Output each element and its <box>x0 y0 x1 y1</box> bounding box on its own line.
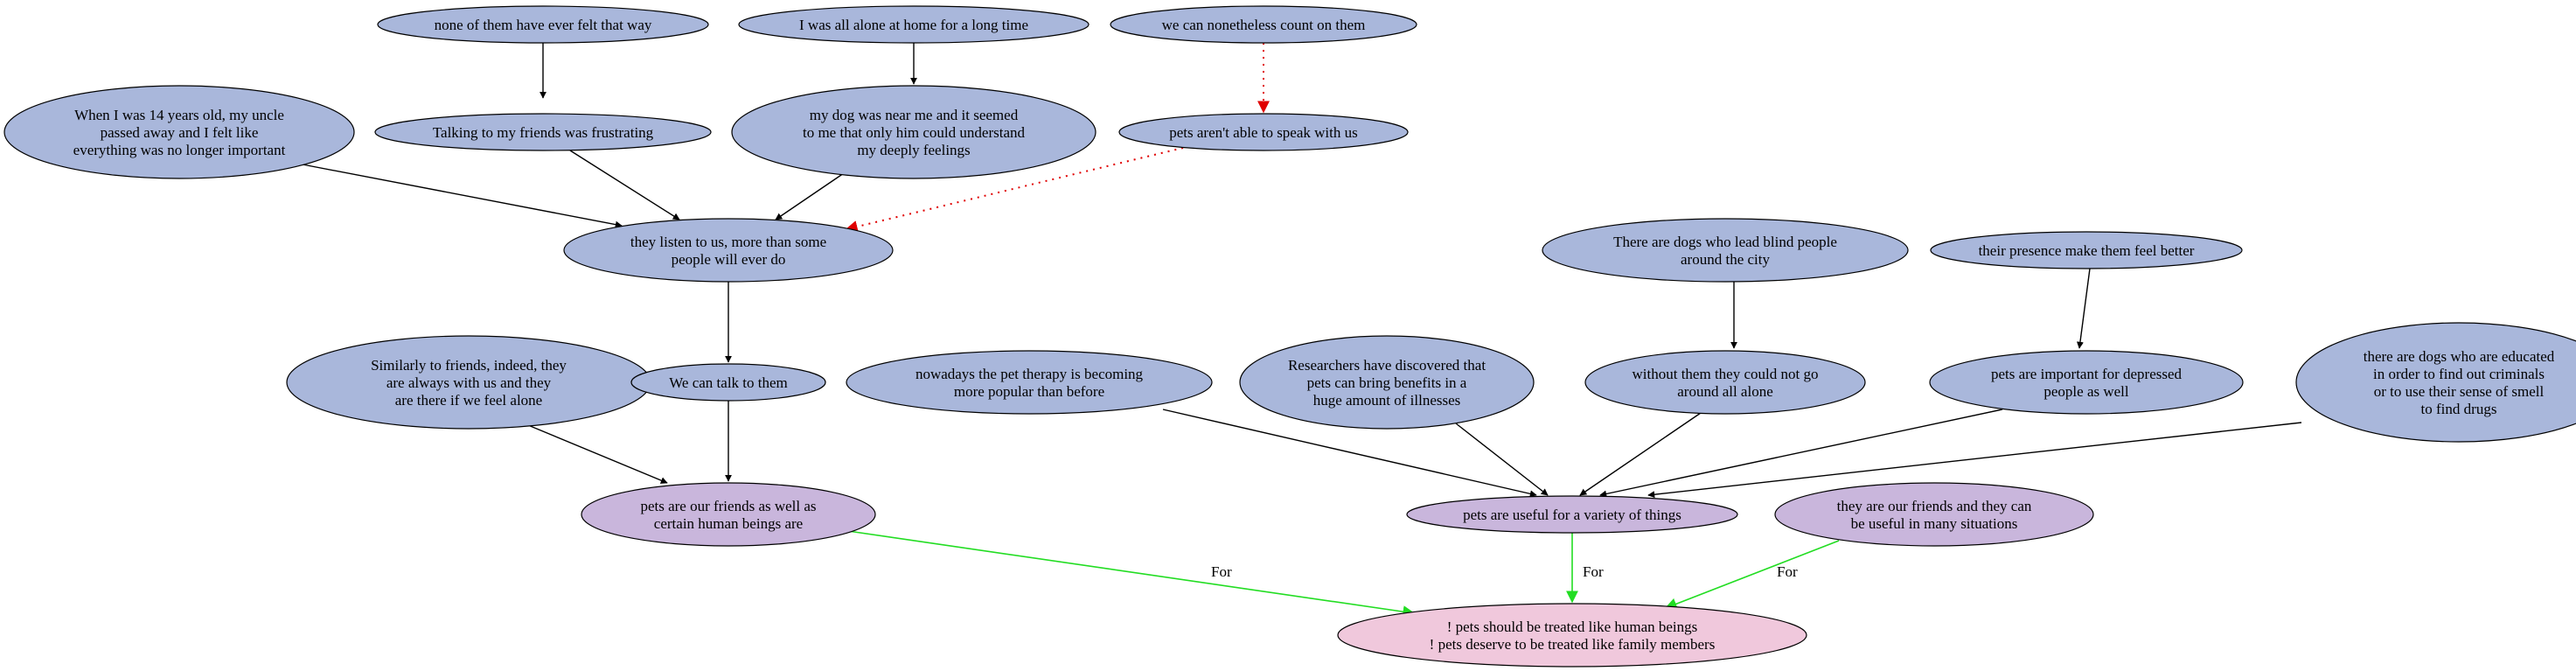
node-shape <box>3 85 355 179</box>
node-label: When I was 14 years old, my uncle <box>74 107 284 123</box>
node-premise: their presence make them feel better <box>1930 231 2243 269</box>
node-premise: they listen to us, more than somepeople … <box>563 218 894 283</box>
edge-label-for: For <box>1583 563 1604 580</box>
node-label: ! pets deserve to be treated like family… <box>1430 636 1716 653</box>
node-label: nowadays the pet therapy is becoming <box>916 366 1144 382</box>
edge-support-n15-n19 <box>1579 412 1702 496</box>
edge-support-n10-n16 <box>2076 268 2091 349</box>
node-premise: We can talk to them <box>630 363 826 402</box>
node-shape <box>2295 322 2576 443</box>
node-label: my deeply feelings <box>857 142 970 158</box>
node-shape <box>1337 603 1807 668</box>
node-shape <box>731 85 1097 179</box>
edge-label-for: For <box>1777 563 1798 580</box>
edge-support-n13-n19 <box>1162 409 1537 498</box>
node-label: Talking to my friends was frustrating <box>433 124 654 141</box>
node-premise: we can nonetheless count on them <box>1110 5 1417 44</box>
edge-support-n17-n19 <box>1647 422 2302 499</box>
node-label: Researchers have discovered that <box>1288 357 1486 374</box>
node-label: are there if we feel alone <box>395 392 542 409</box>
edge-for-n20-n21 <box>1664 540 1840 610</box>
node-premise: none of them have ever felt that way <box>377 5 709 44</box>
edge-support-n14-n19 <box>1455 423 1549 496</box>
node-label: huge amount of illnesses <box>1313 392 1461 409</box>
node-shape <box>1929 350 2244 415</box>
node-label: be useful in many situations <box>1851 515 2018 532</box>
node-label: ! pets should be treated like human bein… <box>1447 619 1698 635</box>
node-label: people will ever do <box>672 251 786 268</box>
node-label: in order to find out criminals <box>2373 366 2545 382</box>
node-shape <box>377 5 709 44</box>
node-label: pets aren't able to speak with us <box>1169 124 1358 141</box>
node-label: pets are important for depressed <box>1991 366 2183 382</box>
node-label: or to use their sense of smell <box>2374 383 2545 400</box>
node-premise: pets aren't able to speak with us <box>1118 113 1409 151</box>
node-label: There are dogs who lead blind people <box>1613 234 1837 250</box>
node-label: more popular than before <box>954 383 1104 400</box>
node-label: I was all alone at home for a long time <box>799 17 1028 33</box>
node-label: people as well <box>2043 383 2129 400</box>
edge-support-n6-n8 <box>775 172 845 220</box>
node-label: they listen to us, more than some <box>630 234 826 250</box>
node-label: to me that only him could understand <box>803 124 1026 141</box>
node-premise: When I was 14 years old, my unclepassed … <box>3 85 355 179</box>
node-shape <box>581 482 876 547</box>
node-shape <box>1118 113 1409 151</box>
node-shape <box>630 363 826 402</box>
node-shape <box>563 218 894 283</box>
node-label: We can talk to them <box>669 374 788 391</box>
edge-label-for: For <box>1211 563 1232 580</box>
node-shape <box>1930 231 2243 269</box>
node-premise: Talking to my friends was frustrating <box>374 113 712 151</box>
node-shape <box>1584 350 1866 415</box>
node-shape <box>1406 495 1738 534</box>
node-label: pets are useful for a variety of things <box>1463 507 1681 523</box>
node-premise: I was all alone at home for a long time <box>738 5 1090 44</box>
node-label: Similarly to friends, indeed, they <box>371 357 567 374</box>
node-label: to find drugs <box>2421 401 2497 417</box>
node-shape <box>1774 482 2094 547</box>
node-label: their presence make them feel better <box>1979 242 2195 259</box>
edge-support-n16-n19 <box>1599 409 2003 498</box>
node-label: my dog was near me and it seemed <box>810 107 1019 123</box>
node-label: pets are our friends as well as <box>640 498 816 514</box>
node-conclusion: ! pets should be treated like human bein… <box>1337 603 1807 668</box>
node-shape <box>738 5 1090 44</box>
nodes-layer: none of them have ever felt that way I wa… <box>3 5 2576 668</box>
edge-support-n4-n8 <box>302 164 623 228</box>
node-premise: There are dogs who lead blind peoplearou… <box>1542 218 1909 283</box>
node-shape <box>846 350 1213 415</box>
node-label: are always with us and they <box>386 374 552 391</box>
node-shape <box>1542 218 1909 283</box>
node-label: around all alone <box>1677 383 1773 400</box>
node-label: there are dogs who are educated <box>2364 348 2555 365</box>
edge-support-n11-n18 <box>527 424 668 484</box>
node-label: around the city <box>1681 251 1770 268</box>
node-label: pets can bring benefits in a <box>1307 374 1467 391</box>
edges-layer: For For For <box>302 43 2302 619</box>
node-label: everything was no longer important <box>73 142 286 158</box>
node-label: passed away and I felt like <box>101 124 259 141</box>
node-shape <box>1110 5 1417 44</box>
node-label: none of them have ever felt that way <box>435 17 652 33</box>
node-label: they are our friends and they can <box>1837 498 2032 514</box>
node-sub-conclusion: pets are useful for a variety of things <box>1406 495 1738 534</box>
node-shape <box>1239 335 1535 430</box>
edge-support-n5-n8 <box>569 150 680 220</box>
edge-for-n18-n21 <box>847 530 1416 619</box>
node-shape <box>374 113 712 151</box>
node-premise: nowadays the pet therapy is becomingmore… <box>846 350 1213 415</box>
node-label: without them they could not go <box>1633 366 1819 382</box>
node-label: certain human beings are <box>654 515 803 532</box>
node-label: we can nonetheless count on them <box>1162 17 1366 33</box>
